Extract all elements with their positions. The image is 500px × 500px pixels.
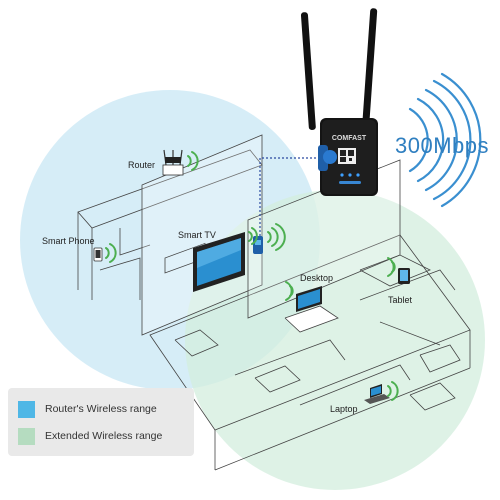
tablet-device (398, 268, 410, 284)
wifi-signal-icons (105, 151, 399, 401)
repeater-link-line (259, 157, 322, 236)
smart-tv-label: Smart TV (178, 230, 216, 240)
tablet-label: Tablet (388, 295, 413, 305)
house-floor-plan (77, 134, 471, 471)
router-label: Router (128, 160, 156, 170)
legend-label: Router's Wireless range (45, 403, 157, 415)
legend-swatch-router-range (18, 400, 35, 418)
laptop-device (364, 384, 390, 404)
extended-range-circle (185, 190, 485, 490)
legend: Router's Wireless range Extended Wireles… (8, 388, 194, 456)
smart-phone-label: Smart Phone (42, 236, 95, 246)
legend-label: Extended Wireless range (45, 430, 163, 442)
smart-phone-device (93, 247, 103, 262)
legend-swatch-extended-range (18, 427, 35, 445)
repeater-plug-device (253, 236, 263, 254)
speed-label: 300Mbps (395, 133, 490, 158)
laptop-label: Laptop (330, 404, 358, 414)
repeater-product (300, 8, 378, 196)
router-device (162, 149, 184, 176)
desktop-device (284, 286, 339, 333)
legend-item-router-range: Router's Wireless range (18, 400, 157, 418)
desktop-label: Desktop (300, 273, 334, 283)
smart-tv-device (193, 232, 245, 292)
wifi-broadcast-icon (408, 72, 482, 208)
brand-logo: COMFAST (332, 135, 367, 142)
legend-item-extended-range: Extended Wireless range (18, 427, 162, 445)
